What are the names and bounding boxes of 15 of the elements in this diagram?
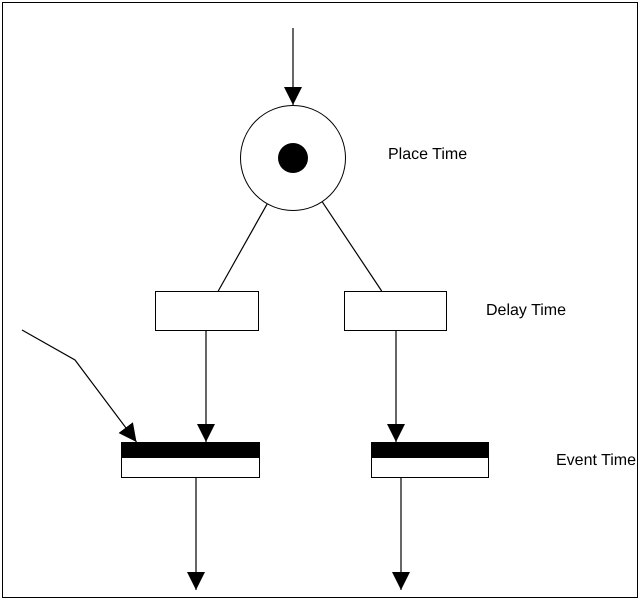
arrow bbox=[387, 331, 405, 442]
arrow bbox=[392, 478, 410, 590]
delay-box bbox=[344, 291, 447, 331]
arrow bbox=[22, 329, 137, 442]
transition-bar bbox=[371, 442, 489, 478]
connector-line bbox=[322, 202, 382, 292]
arrow bbox=[197, 331, 215, 442]
row-label: Event Time bbox=[556, 452, 636, 470]
arrow bbox=[187, 478, 205, 590]
connector-line bbox=[218, 204, 268, 292]
row-label: Delay Time bbox=[486, 302, 566, 320]
arrow bbox=[284, 28, 302, 105]
delay-box bbox=[155, 291, 259, 331]
transition-bar bbox=[121, 442, 260, 478]
row-label: Place Time bbox=[388, 146, 468, 164]
